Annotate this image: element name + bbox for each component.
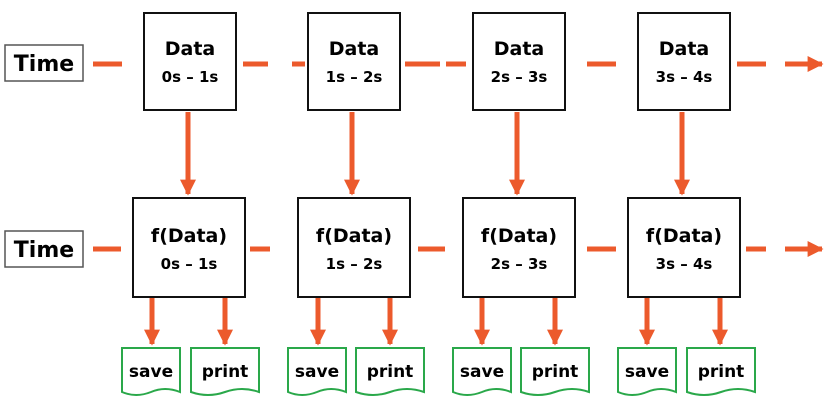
output-doc-label: save [295, 362, 339, 382]
time-label-row-1: Time [4, 44, 84, 82]
output-doc-label: print [698, 362, 745, 382]
time-label-text: Time [14, 52, 74, 77]
data-box-title: Data [329, 38, 380, 60]
data-chunk-1: Data 1s – 2s [307, 12, 401, 111]
output-doc-save: save [452, 347, 512, 396]
data-box-range: 2s – 3s [491, 68, 548, 86]
output-doc-label: print [367, 362, 414, 382]
function-box-range: 1s – 2s [326, 255, 383, 273]
data-box-title: Data [659, 38, 710, 60]
function-box-title: f(Data) [316, 225, 392, 247]
function-box-title: f(Data) [481, 225, 557, 247]
output-doc-save: save [617, 347, 677, 396]
function-box-range: 2s – 3s [491, 255, 548, 273]
function-box-range: 0s – 1s [161, 255, 218, 273]
output-doc-print: print [520, 347, 590, 396]
output-doc-label: save [460, 362, 504, 382]
output-doc-label: print [202, 362, 249, 382]
output-doc-print: print [355, 347, 425, 396]
function-chunk-1: f(Data) 1s – 2s [297, 197, 411, 298]
data-chunk-2: Data 2s – 3s [472, 12, 566, 111]
function-box-range: 3s – 4s [656, 255, 713, 273]
time-label-row-2: Time [4, 230, 84, 268]
output-doc-label: save [129, 362, 173, 382]
output-doc-print: print [686, 347, 756, 396]
time-label-text: Time [14, 238, 74, 263]
data-box-range: 1s – 2s [326, 68, 383, 86]
output-doc-save: save [121, 347, 181, 396]
function-chunk-3: f(Data) 3s – 4s [627, 197, 741, 298]
output-doc-label: print [532, 362, 579, 382]
data-box-range: 3s – 4s [656, 68, 713, 86]
data-box-title: Data [494, 38, 545, 60]
function-chunk-0: f(Data) 0s – 1s [132, 197, 246, 298]
function-box-title: f(Data) [646, 225, 722, 247]
output-doc-label: save [625, 362, 669, 382]
data-chunk-3: Data 3s – 4s [637, 12, 731, 111]
output-doc-print: print [190, 347, 260, 396]
data-box-range: 0s – 1s [162, 68, 219, 86]
flow-arrows [143, 112, 729, 346]
function-chunk-2: f(Data) 2s – 3s [462, 197, 576, 298]
output-documents: save print save print save print save [121, 347, 756, 396]
data-chunk-0: Data 0s – 1s [143, 12, 237, 111]
output-doc-save: save [287, 347, 347, 396]
function-box-title: f(Data) [151, 225, 227, 247]
data-box-title: Data [165, 38, 216, 60]
